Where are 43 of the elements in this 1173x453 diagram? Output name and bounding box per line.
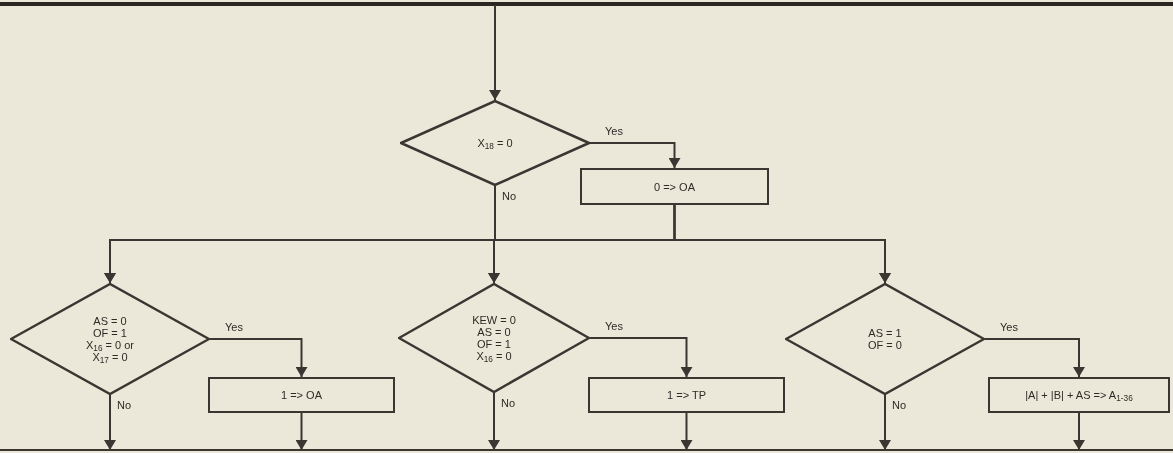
edge-label: No (500, 397, 517, 410)
arrow (489, 4, 501, 101)
node-text: OF = 1 (477, 338, 511, 350)
node-text: X$_{18}$ = 0 (477, 137, 513, 149)
edge-label: Yes (999, 321, 1019, 334)
edge-label: Yes (604, 320, 624, 333)
node-text: 1 => TP (667, 389, 706, 401)
edge-label: No (501, 190, 518, 203)
edge-label: No (116, 399, 133, 412)
node-text: AS = 0 (93, 315, 127, 327)
decision-diamond (785, 283, 985, 395)
arrow (680, 412, 693, 451)
arrow (1073, 412, 1085, 451)
node-text: X$_{16}$ = 0 (476, 350, 512, 362)
node-text: OF = 1 (93, 327, 127, 339)
arrow (673, 204, 891, 284)
arrow (104, 394, 116, 451)
node-text: |A| + |B| + AS => A$_{1-36}$ (1025, 389, 1133, 401)
arrow (984, 338, 1085, 378)
edge-label: Yes (604, 125, 624, 138)
node-text: 1 => OA (281, 389, 322, 401)
arrow (488, 392, 500, 451)
process-box (588, 377, 785, 413)
arrow (295, 412, 308, 451)
node-text: X$_{16}$ = 0 or (86, 339, 134, 351)
node-text: 0 => OA (654, 180, 695, 193)
node-text: AS = 0 (477, 326, 511, 338)
decision-diamond (400, 100, 590, 186)
node-text: X$_{17}$ = 0 (92, 351, 128, 363)
decision-diamond (10, 283, 210, 395)
arrow (589, 142, 681, 169)
arrow (879, 394, 891, 451)
process-box (988, 377, 1170, 413)
edge-label: Yes (224, 321, 244, 334)
node-text: KEW = 0 (472, 314, 516, 326)
process-box (208, 377, 395, 413)
arrow (209, 338, 308, 378)
process-box (580, 168, 769, 205)
node-text: AS = 1 (868, 327, 902, 339)
decision-diamond (398, 283, 590, 393)
edge-label: No (891, 399, 908, 412)
node-text: OF = 0 (868, 339, 902, 351)
arrow (589, 337, 693, 378)
